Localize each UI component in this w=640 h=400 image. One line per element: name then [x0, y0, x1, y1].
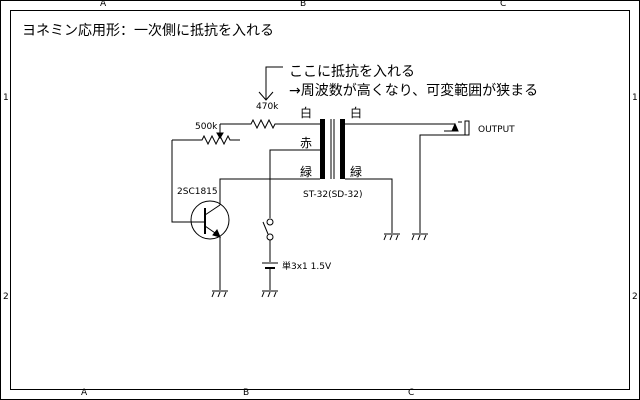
pot-value-label: 500k	[195, 122, 218, 132]
green-primary-wire	[219, 178, 320, 205]
annotation-line-1: ここに抵抗を入れる	[289, 64, 415, 80]
ground-secondary	[383, 233, 400, 241]
secondary-green-wire	[345, 178, 393, 233]
inner-frame	[10, 10, 630, 390]
potentiometer-500k	[172, 124, 240, 146]
battery-label: 単3x1 1.5V	[282, 262, 332, 272]
battery	[262, 262, 278, 290]
wire-label-primary-white: 白	[300, 106, 313, 120]
annotation-line-2: →周波数が高くなり、可変範囲が狭まる	[289, 83, 539, 99]
resistor-value-label: 470k	[256, 102, 279, 112]
wire-label-primary-green: 緑	[300, 165, 313, 179]
row-label-right-1: 1	[632, 93, 638, 103]
ground-output	[411, 233, 428, 241]
transformer-label: ST-32(SD-32)	[303, 190, 363, 200]
row-label-left-1: 1	[3, 93, 9, 103]
output-jack	[419, 120, 470, 233]
resistor-470k	[220, 118, 320, 130]
col-label-top-a: A	[100, 0, 107, 9]
red-tap-wire	[269, 149, 320, 218]
ground-transistor	[211, 290, 228, 298]
transformer	[320, 119, 345, 179]
transistor-label: 2SC1815	[177, 187, 218, 197]
annotation-arrow	[258, 66, 283, 101]
power-switch	[262, 218, 274, 262]
transistor-2sc1815	[190, 200, 230, 290]
output-label: OUTPUT	[478, 125, 515, 135]
wire-label-secondary-green: 緑	[350, 165, 363, 179]
diagram-title: ヨネミン応用形：一次側に抵抗を入れる	[22, 23, 274, 39]
ground-battery	[261, 290, 278, 298]
row-label-right-2: 2	[632, 292, 638, 302]
col-label-top-b: B	[300, 0, 307, 9]
col-label-bottom-b: B	[243, 388, 250, 398]
col-label-bottom-c: C	[408, 388, 415, 398]
col-label-top-c: C	[500, 0, 507, 9]
base-wire	[171, 140, 205, 223]
row-label-left-2: 2	[3, 292, 9, 302]
col-label-bottom-a: A	[81, 388, 88, 398]
wire-label-secondary-white: 白	[350, 106, 363, 120]
wire-label-primary-red: 赤	[300, 136, 313, 150]
